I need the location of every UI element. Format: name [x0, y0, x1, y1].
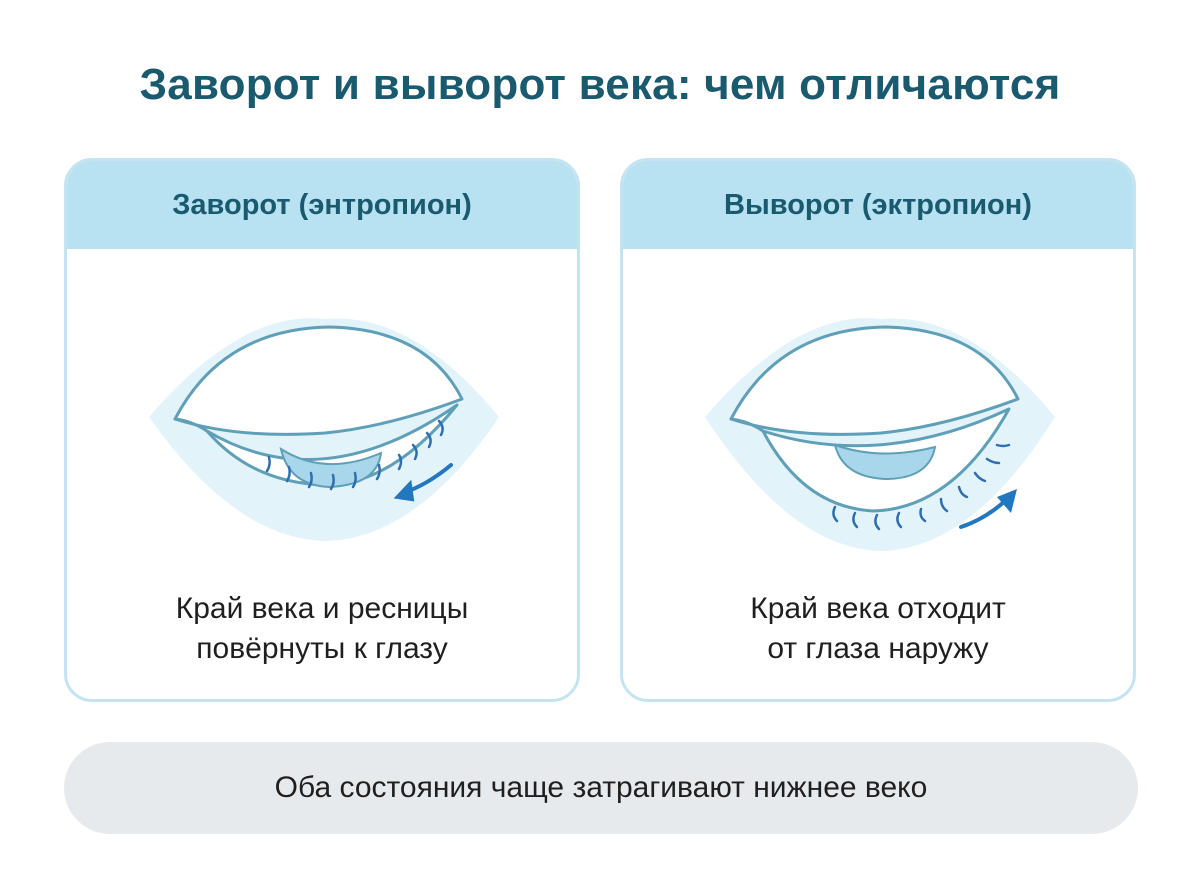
ectropion-description: Край века отходит от глаза наружу	[623, 589, 1133, 669]
entropion-description: Край века и ресницы повёрнуты к глазу	[67, 589, 577, 669]
page-title: Заворот и выворот века: чем отличаются	[139, 60, 1061, 109]
outward-arrow-icon	[959, 489, 1017, 529]
entropion-card-header: Заворот (энтропион)	[67, 161, 577, 249]
ectropion-description-line-1: Край века отходит	[750, 592, 1006, 625]
closed-eye-ectropion-icon	[705, 318, 1055, 551]
entropion-description-line-2: повёрнуты к глазу	[196, 632, 448, 665]
inward-arrow-icon	[393, 463, 453, 502]
closed-eye-entropion-icon	[149, 318, 499, 541]
ectropion-card: Выворот (эктропион) Край в	[620, 158, 1136, 702]
entropion-description-line-1: Край века и ресницы	[175, 592, 469, 625]
ectropion-card-header: Выворот (эктропион)	[623, 161, 1133, 249]
ectropion-description-line-2: от глаза наружу	[767, 632, 989, 665]
entropion-card: Заворот (энтропион) Край в	[64, 158, 580, 702]
footer-note: Оба состояния чаще затрагивают нижнее ве…	[64, 742, 1138, 834]
